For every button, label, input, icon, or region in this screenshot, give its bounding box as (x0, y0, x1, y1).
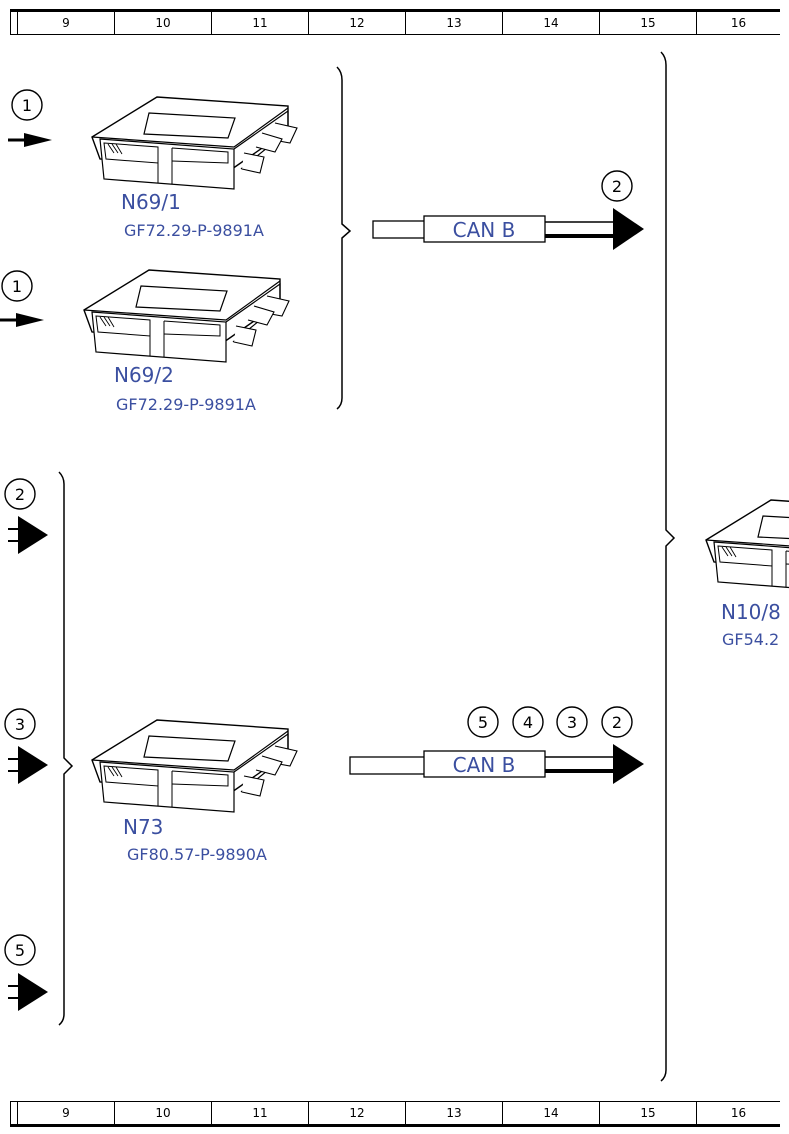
ruler-start-tick (10, 1102, 11, 1124)
module-n10-8: N10/8 GF54.2 (705, 499, 789, 649)
input-arrow-icon (7, 972, 49, 1012)
ruler-col-9: 9 (17, 1102, 114, 1124)
module-label: N69/2 (114, 363, 174, 387)
group-brace (58, 471, 74, 1026)
marker-label: 1 (22, 96, 32, 115)
module-reference: GF54.2 (722, 630, 779, 649)
ruler-col-13: 13 (405, 12, 502, 34)
column-ruler-top: 9 10 11 12 13 14 15 16 (10, 9, 780, 35)
marker-circle (467, 706, 499, 738)
ruler-col-15: 15 (599, 1102, 696, 1124)
can-bus-top: CAN B 2 (372, 170, 644, 250)
bus-arrow-icon (613, 744, 644, 784)
marker-circle (556, 706, 588, 738)
input-arrow-icon (7, 515, 49, 555)
group-brace (660, 51, 676, 1082)
marker-circle (601, 170, 633, 202)
marker-label: 2 (612, 177, 622, 196)
ruler-col-10: 10 (114, 1102, 211, 1124)
bus-label-box (423, 750, 546, 778)
module-n69-1: 1 N69/1 GF72.29-P-9891A (6, 89, 298, 240)
ruler-col-12: 12 (308, 1102, 405, 1124)
ruler-col-9: 9 (17, 12, 114, 34)
control-unit-icon (83, 269, 290, 363)
marker-label: 5 (478, 713, 488, 732)
marker-circle (601, 706, 633, 738)
ruler-col-16: 16 (696, 12, 780, 34)
module-label: N10/8 (721, 600, 781, 624)
ruler-col-11: 11 (211, 12, 308, 34)
marker-label: 2 (15, 485, 25, 504)
input-marker-3: 3 (4, 708, 49, 785)
bus-label: CAN B (453, 218, 516, 242)
module-reference: GF72.29-P-9891A (124, 221, 264, 240)
ruler-col-13: 13 (405, 1102, 502, 1124)
module-reference: GF80.57-P-9890A (127, 845, 267, 864)
ruler-col-12: 12 (308, 12, 405, 34)
control-unit-icon (705, 499, 789, 593)
can-bus-bottom: CAN B 5 4 3 2 (349, 706, 644, 784)
marker-label: 4 (523, 713, 533, 732)
ruler-col-14: 14 (502, 12, 599, 34)
module-n73: N73 GF80.57-P-9890A (91, 719, 298, 864)
marker-circle (1, 270, 33, 302)
marker-label: 3 (567, 713, 577, 732)
module-label: N69/1 (121, 190, 181, 214)
marker-label: 3 (15, 715, 25, 734)
column-ruler-bottom: 9 10 11 12 13 14 15 16 (10, 1101, 780, 1127)
bus-label-box (423, 215, 546, 243)
ruler-start-tick (10, 12, 11, 34)
group-brace (336, 66, 352, 410)
marker-label: 2 (612, 713, 622, 732)
module-reference: GF72.29-P-9891A (116, 395, 256, 414)
input-arrow-icon (7, 745, 49, 785)
marker-label: 1 (12, 277, 22, 296)
ruler-col-14: 14 (502, 1102, 599, 1124)
input-marker-5: 5 (4, 934, 49, 1012)
marker-circle (11, 89, 43, 121)
ruler-col-16: 16 (696, 1102, 780, 1124)
bus-label: CAN B (453, 753, 516, 777)
control-unit-icon (91, 96, 298, 190)
input-arrow-icon (0, 311, 46, 329)
marker-circle (512, 706, 544, 738)
input-arrow-icon (6, 131, 54, 149)
ruler-col-10: 10 (114, 12, 211, 34)
ruler-col-15: 15 (599, 12, 696, 34)
input-marker-2: 2 (4, 478, 49, 555)
module-n69-2: 1 N69/2 GF72.29-P-9891A (0, 269, 290, 414)
ruler-col-11: 11 (211, 1102, 308, 1124)
marker-label: 5 (15, 941, 25, 960)
bus-arrow-icon (613, 208, 644, 250)
control-unit-icon (91, 719, 298, 813)
module-label: N73 (123, 815, 163, 839)
